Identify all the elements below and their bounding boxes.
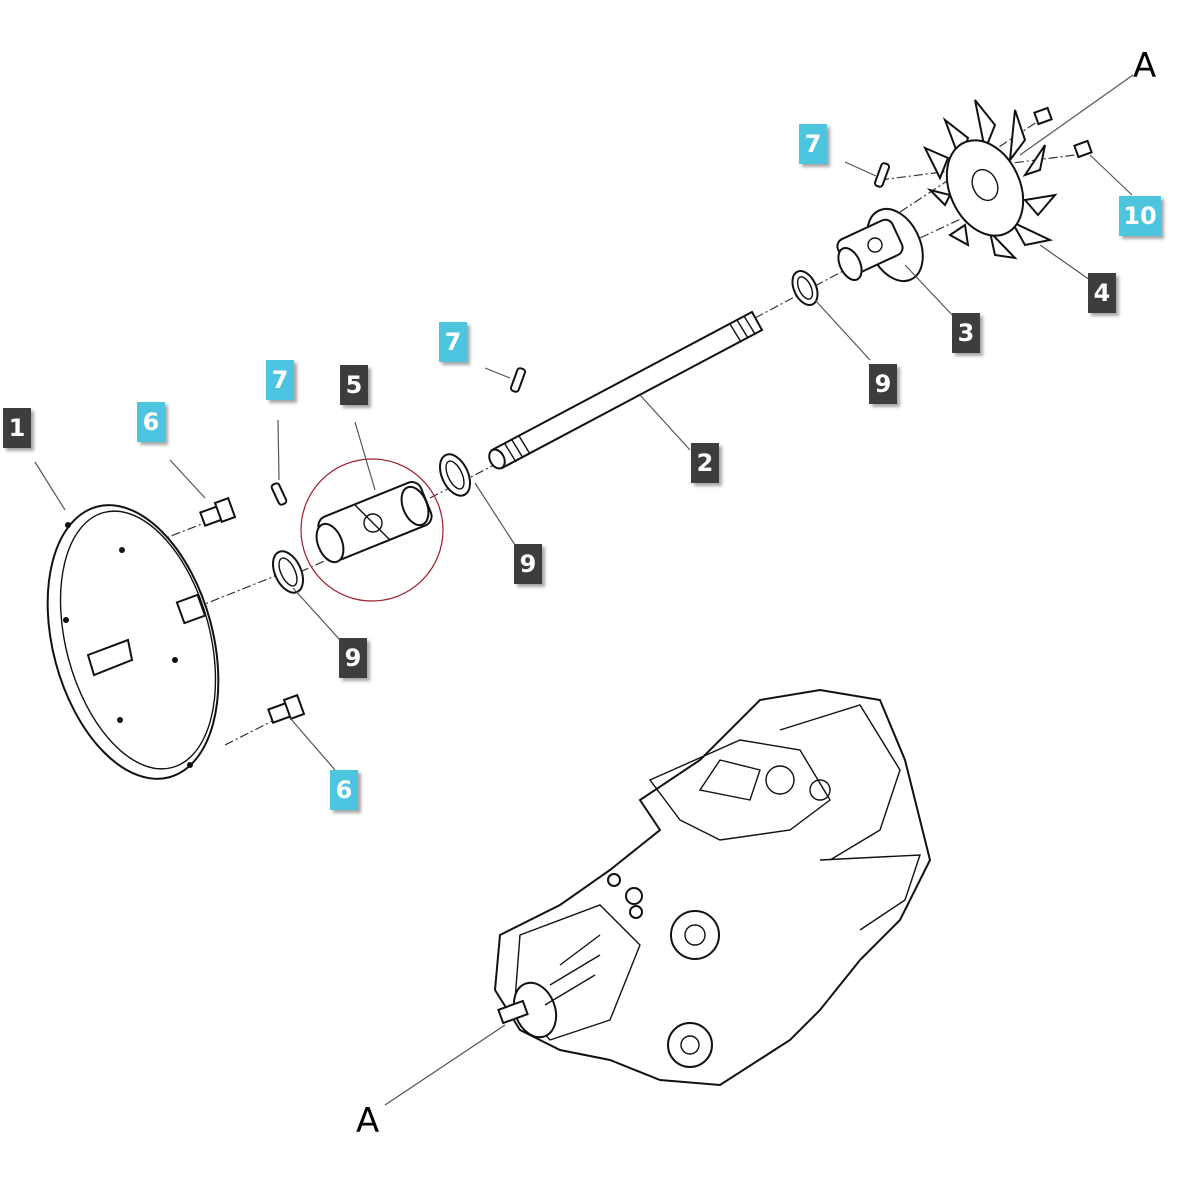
callout-part-6-upper[interactable]: 6: [137, 402, 165, 442]
callout-part-10[interactable]: 10: [1119, 196, 1161, 236]
centerlines: [139, 119, 1076, 746]
cooling-fan: [922, 99, 1058, 260]
bolt-lower: [267, 693, 306, 724]
reference-letter-a-top: A: [1133, 46, 1157, 86]
callout-part-9-middle[interactable]: 9: [514, 544, 542, 584]
roll-pin-middle: [509, 367, 527, 393]
callout-part-5[interactable]: 5: [340, 365, 368, 405]
washer-right: [791, 270, 819, 306]
flange-plate: [46, 504, 220, 780]
universal-joint: [315, 481, 433, 564]
callout-part-7-right[interactable]: 7: [799, 124, 827, 164]
callout-part-6-lower[interactable]: 6: [330, 770, 358, 810]
fan-hub-joint: [836, 207, 924, 283]
highlight-circle: [300, 458, 444, 602]
fan-screws: [1033, 106, 1093, 159]
transmission-assembly: [493, 688, 932, 1087]
roll-pin-right: [873, 162, 891, 188]
washer-left: [271, 550, 305, 594]
callout-part-3[interactable]: 3: [952, 313, 980, 353]
roll-pin-left: [270, 482, 288, 506]
callout-part-7-middle[interactable]: 7: [439, 322, 467, 362]
drive-shaft: [488, 310, 764, 470]
callout-part-9-left[interactable]: 9: [339, 638, 367, 678]
callout-part-7-left[interactable]: 7: [266, 360, 294, 400]
callout-part-9-right[interactable]: 9: [869, 364, 897, 404]
reference-letter-a-bottom: A: [356, 1101, 380, 1141]
callout-part-2[interactable]: 2: [691, 443, 719, 483]
callout-part-4[interactable]: 4: [1088, 273, 1116, 313]
washer-middle: [438, 453, 472, 497]
callout-part-1[interactable]: 1: [3, 408, 31, 448]
leader-lines: [34, 74, 1134, 1106]
bolt-upper: [199, 496, 237, 527]
